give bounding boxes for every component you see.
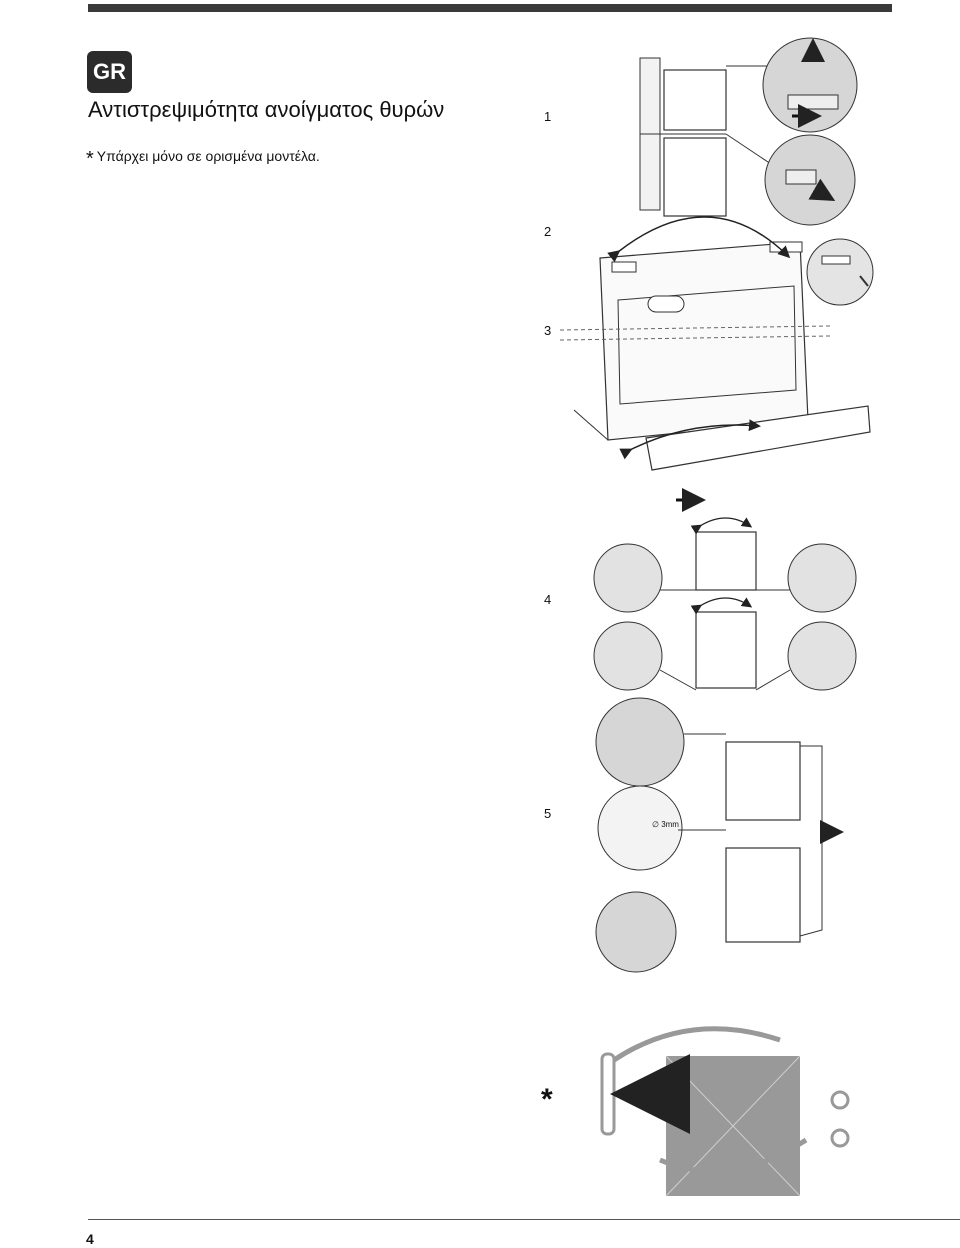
availability-note: *Υπάρχει μόνο σε ορισμένα μοντέλα. xyxy=(86,148,320,171)
optional-step-asterisk: * xyxy=(541,1083,553,1116)
step-number-5: 5 xyxy=(544,806,552,821)
step5-fridge-illustration xyxy=(725,741,844,943)
page-title: Αντιστρεψιμότητα ανοίγματος θυρών xyxy=(88,97,445,122)
step-number-3: 3 xyxy=(544,323,552,338)
step-number-4: 4 xyxy=(544,592,552,607)
footer-rule xyxy=(88,1219,960,1220)
step2-3-fridge-base-illustration xyxy=(560,216,871,512)
step1-detail-top-hinge xyxy=(762,37,858,133)
step2-detail-hinge-screws xyxy=(806,238,874,306)
note-text: Υπάρχει μόνο σε ορισμένα μοντέλα. xyxy=(96,148,320,164)
step-number-1: 1 xyxy=(544,109,552,124)
step4-doors-illustration xyxy=(690,517,757,689)
language-badge: GR xyxy=(87,51,132,93)
drill-size-label: ∅ 3mm xyxy=(652,820,679,829)
step4-details xyxy=(593,543,857,691)
door-reversal-diagram: ∅ 3mm xyxy=(560,37,874,1197)
top-bar xyxy=(88,4,892,12)
step5-details: ∅ 3mm xyxy=(595,697,726,973)
step-number-2: 2 xyxy=(544,224,552,239)
note-asterisk: * xyxy=(86,148,94,170)
step1-fridge-illustration xyxy=(639,57,781,217)
page-number: 4 xyxy=(86,1231,94,1247)
optional-step-illustration xyxy=(600,1026,850,1197)
step1-detail-middle-hinge xyxy=(764,134,856,226)
